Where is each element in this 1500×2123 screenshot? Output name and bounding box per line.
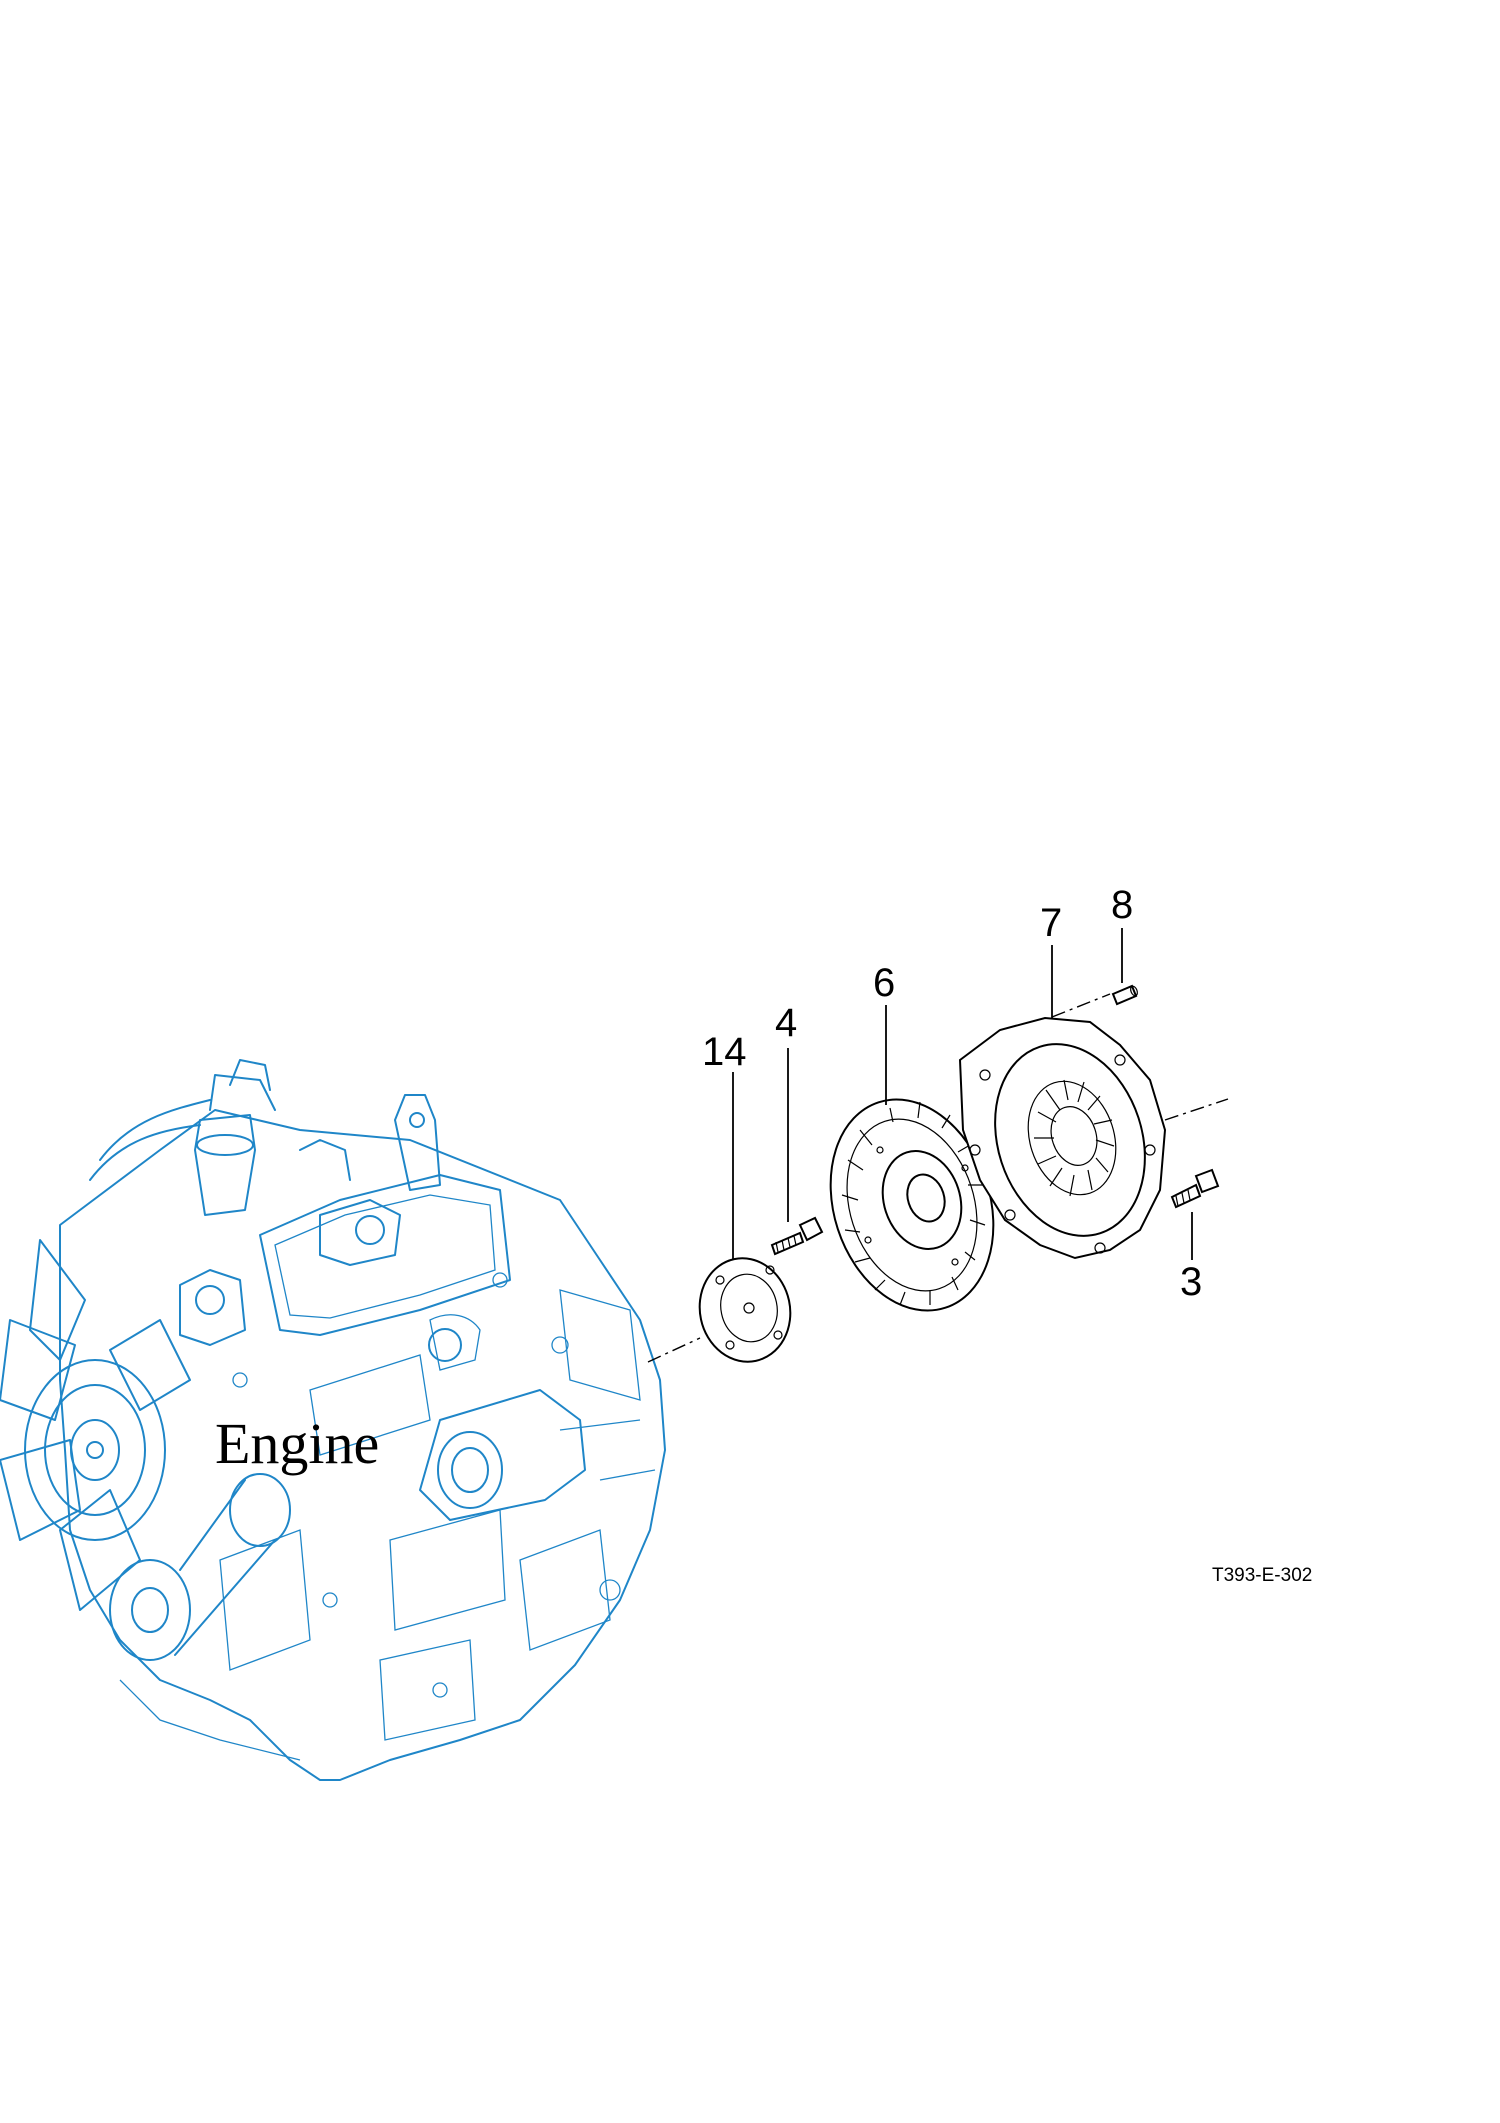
callout-4: 4: [775, 1001, 797, 1045]
callout-8: 8: [1111, 883, 1133, 927]
clutch-disc-part-6: [829, 1098, 995, 1312]
leader-lines: [732, 928, 1193, 1260]
callout-6: 6: [873, 961, 895, 1005]
dowel-pin-part-8: [1111, 984, 1138, 1006]
bolt-part-4: [770, 1216, 824, 1256]
callout-14: 14: [702, 1030, 747, 1074]
callout-7: 7: [1040, 901, 1062, 945]
figure-id: T393-E-302: [1212, 1565, 1312, 1586]
callout-3: 3: [1180, 1260, 1202, 1304]
engine-drawing: [0, 1059, 666, 1781]
cooling-fan: [0, 1239, 191, 1611]
bolt-part-3: [1170, 1168, 1220, 1209]
engine-label: Engine: [215, 1411, 379, 1476]
flange-part-14: [698, 1257, 792, 1363]
pressure-plate-part-7: [958, 1016, 1167, 1260]
